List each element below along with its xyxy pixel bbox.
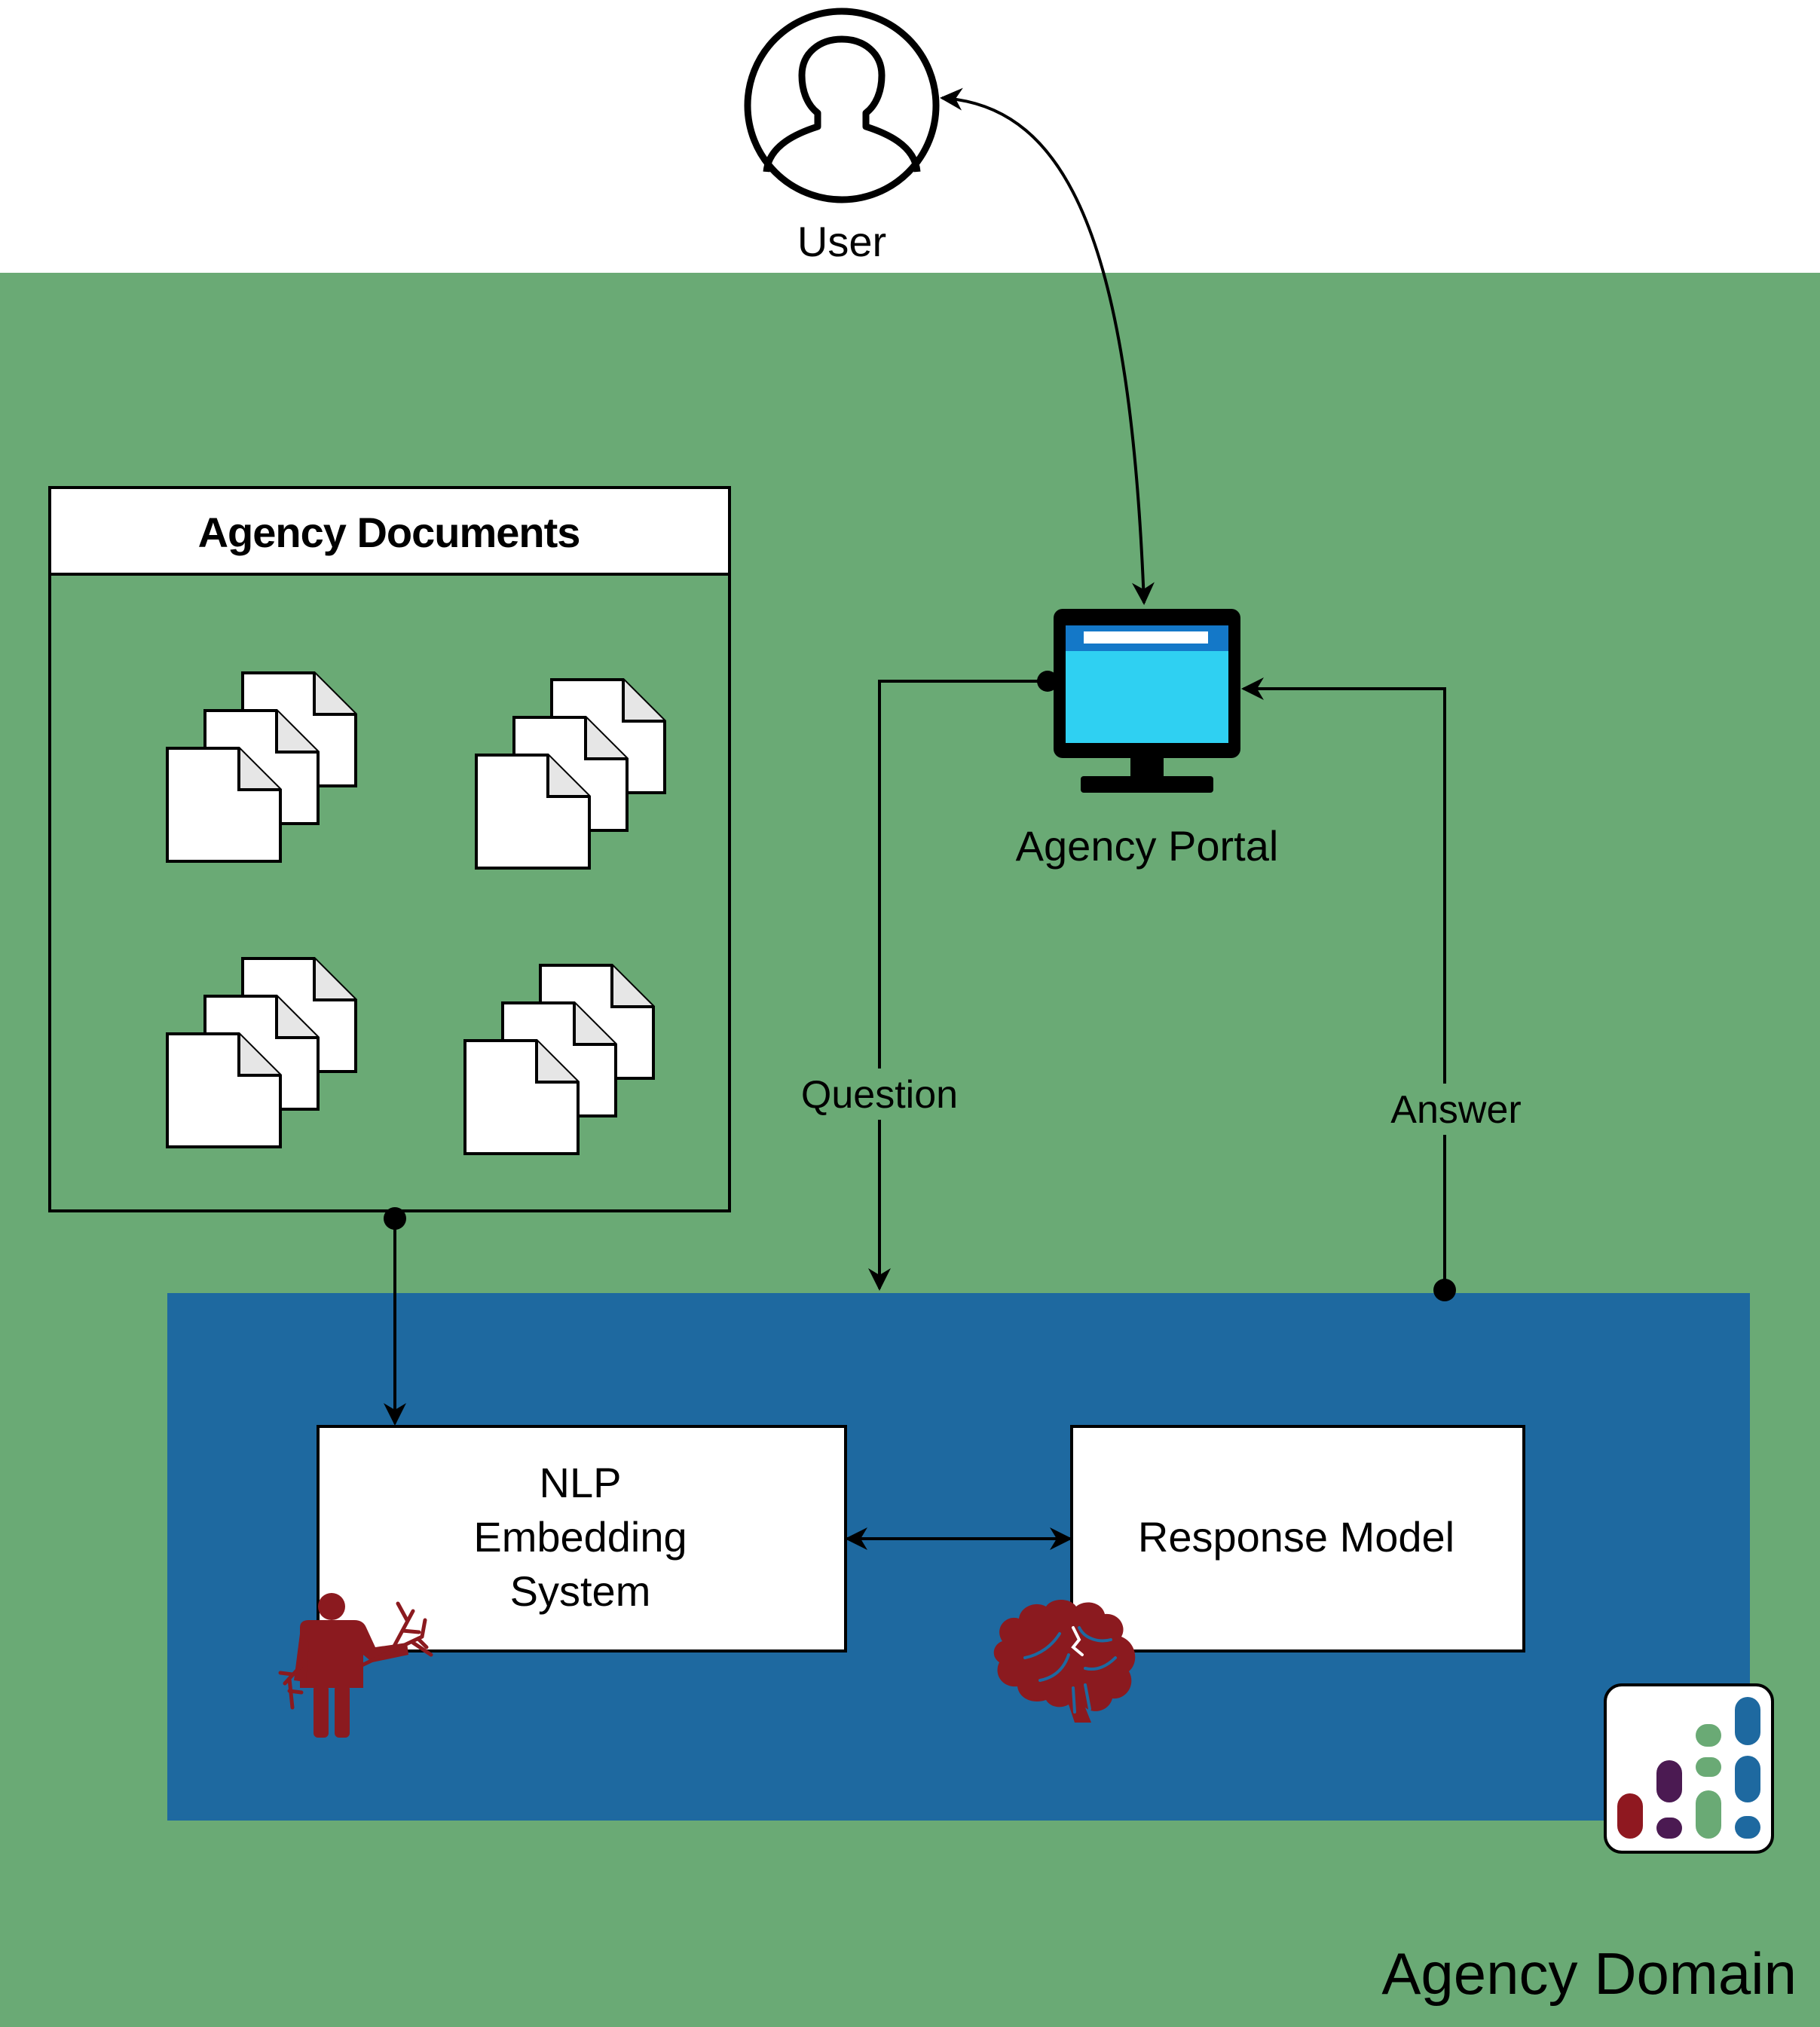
agency-domain-label: Agency Domain <box>1381 1940 1797 2007</box>
nlp-label-line3: System <box>510 1567 651 1615</box>
user-circle-icon <box>744 8 940 203</box>
answer-label: Answer <box>1390 1088 1521 1132</box>
nlp-label-line1: NLP <box>540 1459 622 1506</box>
response-model-label: Response Model <box>1138 1513 1454 1561</box>
response-model-box <box>1070 1425 1525 1652</box>
monitor-icon <box>1054 609 1240 793</box>
agency-portal-label: Agency Portal <box>1016 822 1279 870</box>
person-with-branch-icon <box>278 1593 433 1738</box>
bar-chart-logo-icon <box>1604 1683 1774 1854</box>
user-portal-connector <box>940 87 1155 605</box>
question-label: Question <box>801 1073 958 1117</box>
agency-documents-title: Agency Documents <box>198 509 580 556</box>
nlp-label-line2: Embedding <box>473 1513 687 1561</box>
user-label: User <box>797 218 886 265</box>
brain-icon <box>993 1600 1136 1723</box>
nlp-embedding-system-box <box>317 1425 847 1652</box>
documents-to-nlp-connector <box>384 1207 406 1426</box>
agency-documents-panel <box>48 486 731 1212</box>
